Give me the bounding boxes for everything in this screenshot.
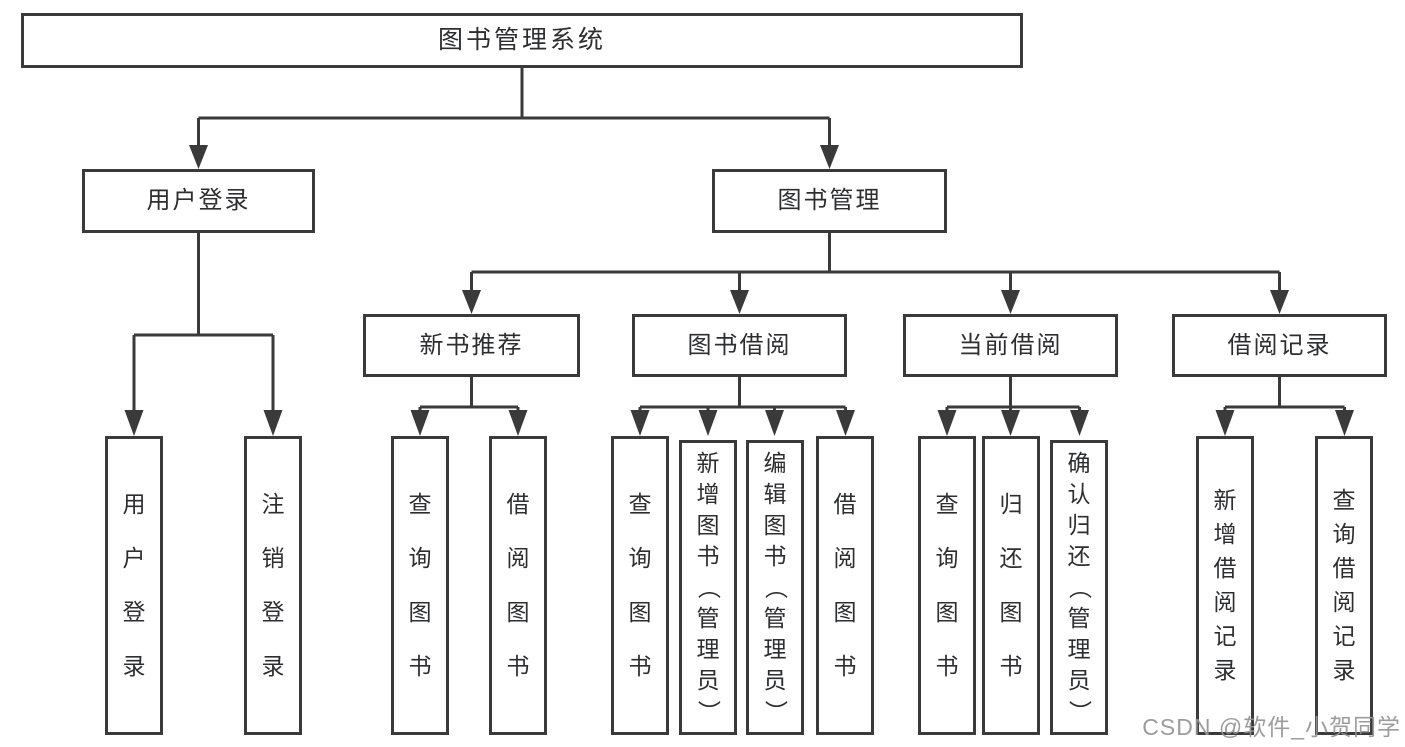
- node-label: 图书管理: [777, 187, 882, 214]
- leaf-query-books-recommend: 查询图书: [391, 436, 449, 735]
- node-book-borrowing: 图书借阅: [632, 314, 847, 377]
- leaf-confirm-return-admin: 确认归还（管理员）: [1050, 440, 1108, 735]
- leaf-borrow-books-recommend: 借阅图书: [489, 436, 547, 735]
- node-library-management-system: 图书管理系统: [21, 13, 1023, 68]
- leaf-edit-book-admin: 编辑图书（管理员）: [746, 440, 804, 735]
- node-label: 图书借阅: [687, 331, 792, 359]
- leaf-user-login: 用户登录: [105, 436, 163, 735]
- node-label: 用户登录: [146, 187, 251, 214]
- node-book-management: 图书管理: [712, 169, 947, 233]
- leaf-add-borrow-record: 新增借阅记录: [1196, 436, 1254, 735]
- node-current-borrowing: 当前借阅: [903, 314, 1118, 377]
- leaf-borrow-books: 借阅图书: [816, 436, 874, 735]
- node-label: 借阅记录: [1227, 331, 1332, 359]
- arrowhead-icons: [124, 145, 1354, 436]
- leaf-return-books: 归还图书: [982, 436, 1040, 735]
- leaf-logout: 注销登录: [244, 436, 302, 735]
- node-label: 新书推荐: [419, 331, 524, 359]
- node-label: 图书管理系统: [437, 26, 606, 54]
- csdn-watermark: CSDN @软件_小贺同学: [1142, 714, 1401, 740]
- node-borrowing-records: 借阅记录: [1172, 314, 1387, 377]
- node-label: 当前借阅: [958, 331, 1063, 359]
- leaf-query-borrow-record: 查询借阅记录: [1315, 436, 1373, 735]
- leaf-query-books-borrow: 查询图书: [611, 436, 669, 735]
- node-user-login: 用户登录: [82, 169, 315, 233]
- leaf-query-books-current: 查询图书: [918, 436, 976, 735]
- leaf-add-book-admin: 新增图书（管理员）: [679, 440, 737, 735]
- node-new-book-recommend: 新书推荐: [363, 314, 580, 377]
